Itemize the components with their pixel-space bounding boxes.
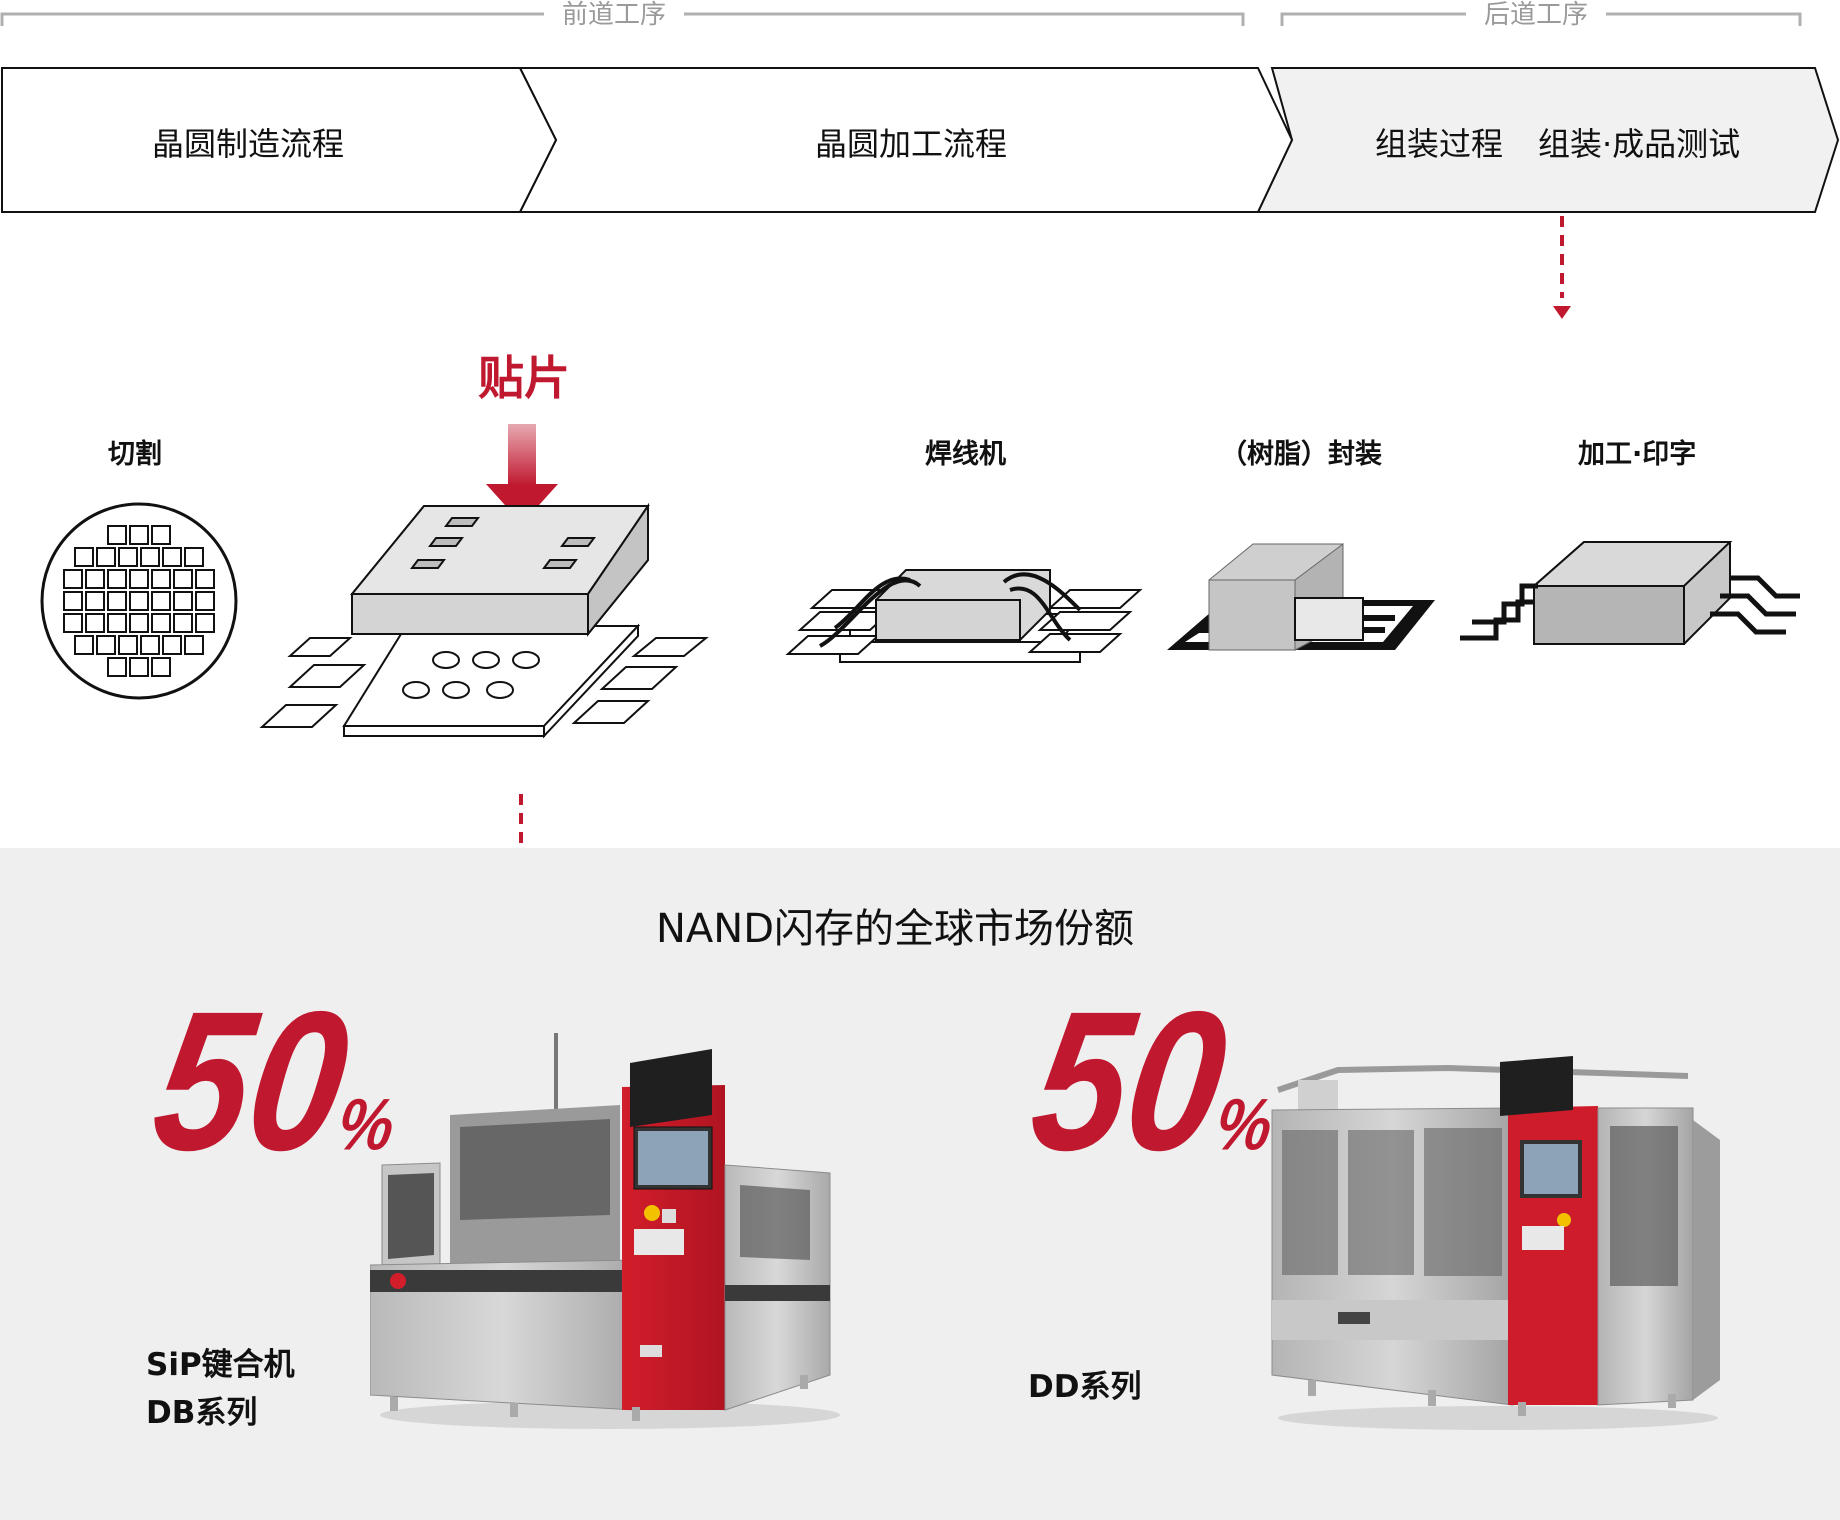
down-arrow-icon [486,424,558,524]
wafer-die [151,525,171,545]
marking-icon [1460,541,1800,645]
wafer-die [151,613,171,633]
wafer-die [140,547,160,567]
flow-step-assembly: 组装过程 [1375,125,1504,163]
wafer-die [96,547,116,567]
wafer-die [184,547,204,567]
wafer-die [85,591,105,611]
wafer-die [129,525,149,545]
step-molding-label: （树脂）封装 [1220,439,1382,470]
wafer-die [151,569,171,589]
wire-bond-icon [785,569,1143,663]
wafer-die [140,635,160,655]
wafer-die [107,569,127,589]
step-marking-label: 加工·印字 [1578,439,1697,470]
wafer-die [107,657,127,677]
right-share-value: 50% [1020,969,1278,1192]
step-wire-bonding-label: 焊线机 [925,439,1006,470]
wafer-die [129,569,149,589]
die-attach-highlight: 贴片 [478,351,570,405]
wafer-die [195,613,215,633]
left-machine-series: DB系列 [146,1395,258,1431]
wafer-die [151,591,171,611]
wafer-die [107,525,127,545]
step-dicing-label: 切割 [108,439,162,470]
wafer-die [74,635,94,655]
wafer-die [162,635,182,655]
wafer-die [129,591,149,611]
wafer-die [85,569,105,589]
wafer-die [96,635,116,655]
wafer-die [173,613,193,633]
wafer-die [118,635,138,655]
wafer-die [74,547,94,567]
wafer-die [118,547,138,567]
flow-step-final-test: 组装·成品测试 [1538,125,1741,163]
wafer-die [107,613,127,633]
flow-step-wafer-fab: 晶圆制造流程 [152,125,345,163]
dicer-machine-image [1271,1056,1720,1430]
mold-icon [1167,543,1435,651]
wafer-die [173,591,193,611]
front-process-label: 前道工序 [544,0,685,30]
wafer-die [129,613,149,633]
wafer-die [151,657,171,677]
process-flow-bar [1,67,1840,213]
wafer-die [85,613,105,633]
wafer-die [195,591,215,611]
wafer-die [107,591,127,611]
wafer-die [129,657,149,677]
wafer-die [162,547,182,567]
wafer-die [195,569,215,589]
wafer-die [63,591,83,611]
back-process-label: 后道工序 [1466,0,1607,30]
right-machine-series: DD系列 [1028,1369,1142,1405]
die-attach-icon [259,502,709,739]
wafer-die [184,635,204,655]
wafer-die [173,569,193,589]
wafer-die [63,613,83,633]
market-share-title: NAND闪存的全球市场份额 [655,906,1134,952]
dashed-arrow-icon [1553,216,1571,319]
left-machine-name: SiP键合机 [146,1347,295,1383]
wafer-die [63,569,83,589]
bonder-machine-image [370,1033,840,1429]
flow-step-wafer-processing: 晶圆加工流程 [815,125,1008,163]
wafer-icon [40,502,238,700]
